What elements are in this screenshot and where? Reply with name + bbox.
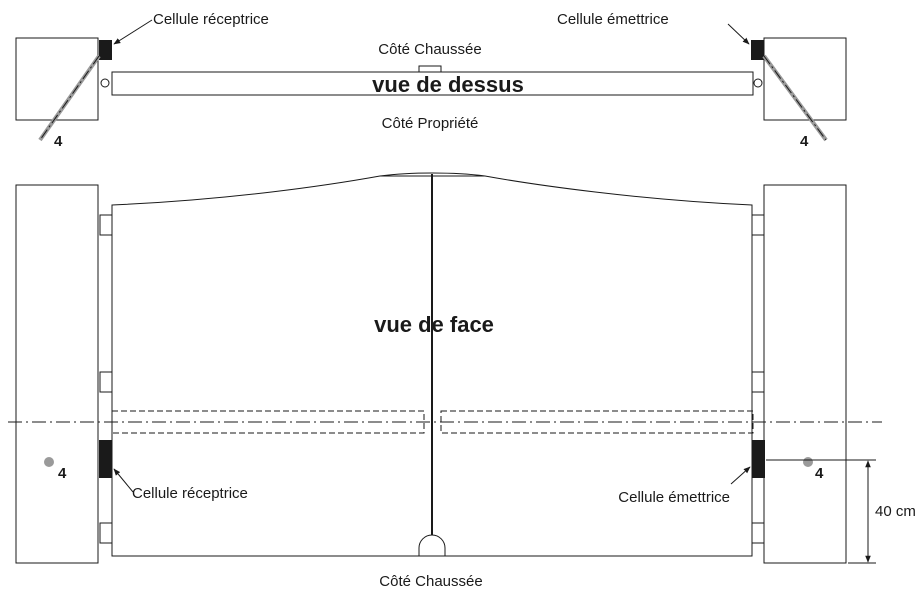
top-receiver-cell (99, 40, 112, 60)
front-right-hinge-1 (751, 214, 765, 236)
top-left-beam (39, 55, 100, 141)
top-side-road: Côté Chaussée (378, 41, 481, 58)
front-right-hinge-3 (751, 522, 765, 544)
top-label-receiver: Cellule réceptrice (153, 11, 269, 28)
top-side-property: Côté Propriété (382, 115, 479, 132)
front-marker-right: 4 (815, 465, 824, 482)
top-view: Cellule réceptrice Cellule émettrice Côt… (15, 11, 847, 150)
top-marker-left: 4 (54, 133, 63, 150)
top-right-beam-grey (762, 54, 828, 142)
front-right-hinge-2 (751, 371, 765, 393)
front-left-hinge-3 (99, 522, 113, 544)
top-label-emitter: Cellule émettrice (557, 11, 669, 28)
front-emitter-cell (752, 440, 765, 478)
top-right-leader (727, 23, 750, 45)
front-receiver-cell (99, 440, 112, 478)
top-marker-right: 4 (800, 133, 809, 150)
top-right-pillar (763, 37, 847, 121)
front-left-pillar (15, 184, 99, 564)
top-view-title: vue de dessus (372, 72, 524, 97)
front-gate-top-cap (379, 172, 486, 177)
front-left-hinge-1 (99, 214, 113, 236)
top-left-hinge (100, 78, 110, 88)
top-stopper (418, 65, 442, 73)
front-label-receiver: Cellule réceptrice (132, 485, 248, 502)
front-right-pillar (763, 184, 847, 564)
front-left-leader (113, 468, 134, 493)
front-ground-stop (418, 534, 446, 557)
front-side-road: Côté Chaussée (379, 573, 482, 590)
front-marker-left: 4 (58, 465, 67, 482)
front-left-hinge-2 (99, 371, 113, 393)
front-marker-right-dot (803, 457, 813, 467)
top-right-hinge (753, 78, 763, 88)
top-emitter-cell (751, 40, 764, 60)
front-view: vue de face Cellule réceptrice Cellule é… (8, 172, 916, 590)
top-left-pillar (15, 37, 99, 121)
front-marker-left-dot (44, 457, 54, 467)
top-left-leader (113, 19, 153, 45)
front-right-leader (730, 466, 751, 485)
front-view-title: vue de face (374, 312, 494, 337)
front-label-emitter: Cellule émettrice (618, 489, 730, 506)
dimension-label: 40 cm (875, 503, 916, 520)
